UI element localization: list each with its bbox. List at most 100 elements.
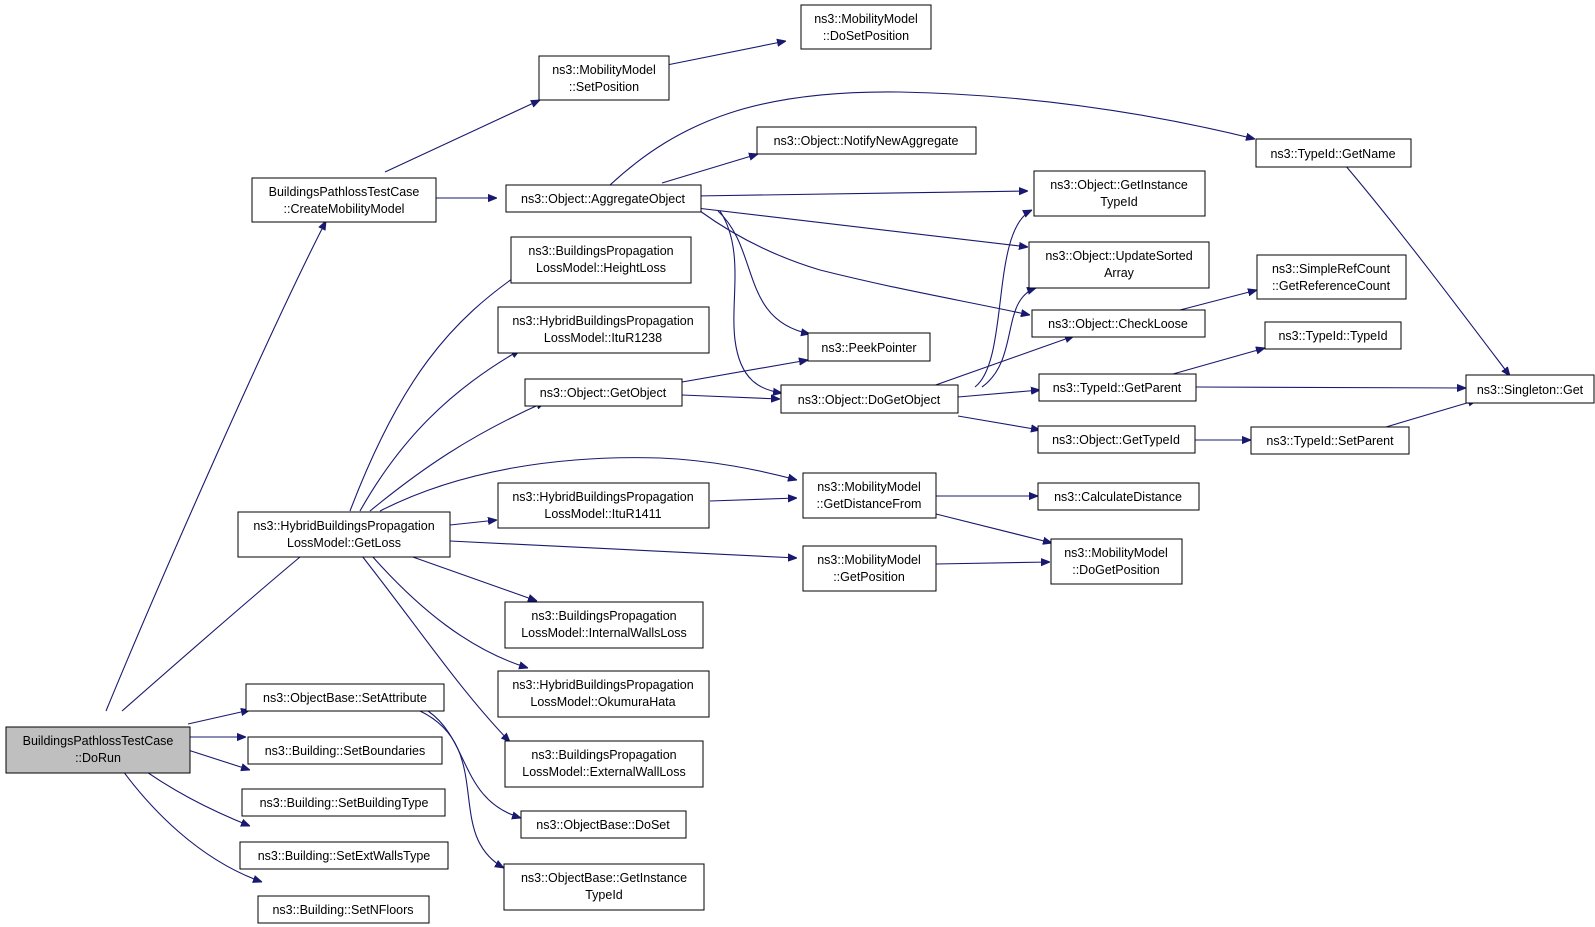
edge-getloss-getdist (379, 457, 797, 512)
node-okumura-line-1: ns3::HybridBuildingsPropagation (512, 678, 693, 692)
node-createmob[interactable]: BuildingsPathlossTestCase ::CreateMobili… (251, 177, 437, 223)
edge-aggobj-dogetobj (719, 210, 782, 393)
edge-aggobj-peek (717, 210, 810, 334)
node-getrefcnt-line-1: ns3::SimpleRefCount (1272, 262, 1391, 276)
node-dogetpos-line-2: ::DoGetPosition (1072, 563, 1160, 577)
node-getposition[interactable]: ns3::MobilityModel ::GetPosition (802, 545, 937, 592)
edge-getobj-dogetobj (681, 395, 780, 399)
edge-getloss-getposition (449, 540, 797, 558)
node-updsorted[interactable]: ns3::Object::UpdateSorted Array (1028, 241, 1210, 289)
node-setparent-line-1: ns3::TypeId::SetParent (1266, 434, 1394, 448)
edge-dogetobj-gettid (957, 415, 1040, 430)
node-notify[interactable]: ns3::Object::NotifyNewAggregate (756, 126, 977, 155)
node-setparent[interactable]: ns3::TypeId::SetParent (1250, 426, 1410, 455)
node-setbound-line-1: ns3::Building::SetBoundaries (265, 744, 426, 758)
node-setattr[interactable]: ns3::ObjectBase::SetAttribute (245, 683, 445, 712)
edge-checkloose-getrefcnt (1179, 290, 1257, 311)
node-doset-line-1: ns3::ObjectBase::DoSet (536, 818, 670, 832)
edge-getloss-internal (409, 555, 537, 601)
edge-getloss-itu1411 (449, 520, 497, 526)
node-itu1238-line-1: ns3::HybridBuildingsPropagation (512, 314, 693, 328)
node-itu1238-line-2: LossModel::ItuR1238 (544, 331, 662, 345)
edge-getdist-dogetpos (935, 513, 1052, 543)
node-gettid[interactable]: ns3::Object::GetTypeId (1037, 425, 1196, 454)
edge-aggobj-getinsttid (694, 191, 1028, 197)
edge-getloss-itu1238 (359, 350, 520, 512)
node-getname[interactable]: ns3::TypeId::GetName (1255, 138, 1412, 168)
node-external-line-2: LossModel::ExternalWallLoss (522, 765, 686, 779)
node-setpos[interactable]: ns3::MobilityModel ::SetPosition (538, 55, 670, 101)
node-singleton[interactable]: ns3::Singleton::Get (1465, 374, 1595, 404)
node-dogetobj[interactable]: ns3::Object::DoGetObject (780, 384, 959, 414)
node-checkloose[interactable]: ns3::Object::CheckLoose (1031, 309, 1206, 338)
node-checkloose-line-1: ns3::Object::CheckLoose (1048, 317, 1188, 331)
node-peek[interactable]: ns3::PeekPointer (807, 332, 931, 362)
node-dosetpos[interactable]: ns3::MobilityModel ::DoSetPosition (800, 4, 932, 50)
node-getparent[interactable]: ns3::TypeId::GetParent (1038, 373, 1197, 402)
node-itu1411-line-1: ns3::HybridBuildingsPropagation (512, 490, 693, 504)
node-heightloss[interactable]: ns3::BuildingsPropagation LossModel::Hei… (510, 236, 692, 284)
node-typeid-line-1: ns3::TypeId::TypeId (1278, 329, 1387, 343)
node-getrefcnt[interactable]: ns3::SimpleRefCount ::GetReferenceCount (1256, 254, 1407, 300)
node-setnfl[interactable]: ns3::Building::SetNFloors (257, 895, 430, 924)
edge-dorun-createmob (105, 221, 326, 712)
node-dosetpos-line-1: ns3::MobilityModel (814, 12, 918, 26)
node-setbtype-line-1: ns3::Building::SetBuildingType (260, 796, 429, 810)
node-itu1238[interactable]: ns3::HybridBuildingsPropagation LossMode… (497, 306, 710, 354)
node-updsorted-line-1: ns3::Object::UpdateSorted (1045, 249, 1192, 263)
edge-getloss-okumura (371, 555, 528, 668)
edge-getloss-getobj (369, 401, 545, 512)
edge-dogetobj-checkloose (929, 336, 1074, 388)
node-aggobj[interactable]: ns3::Object::AggregateObject (505, 184, 702, 213)
edge-getobj-peek (681, 360, 808, 383)
edge-createmob-setpos (384, 100, 540, 173)
node-getdist[interactable]: ns3::MobilityModel ::GetDistanceFrom (802, 472, 937, 519)
node-getinsttid-o-line-1: ns3::Object::GetInstance (1050, 178, 1188, 192)
node-getdist-line-2: ::GetDistanceFrom (817, 497, 922, 511)
node-dorun[interactable]: BuildingsPathlossTestCase ::DoRun (5, 726, 191, 774)
node-setext[interactable]: ns3::Building::SetExtWallsType (239, 841, 449, 870)
node-aggobj-line-1: ns3::Object::AggregateObject (521, 192, 686, 206)
node-gettid-line-1: ns3::Object::GetTypeId (1052, 433, 1180, 447)
node-itu1411[interactable]: ns3::HybridBuildingsPropagation LossMode… (497, 482, 710, 529)
edge-getposition-dogetpos (935, 562, 1050, 564)
node-setbtype[interactable]: ns3::Building::SetBuildingType (241, 788, 446, 817)
node-getobj-line-1: ns3::Object::GetObject (540, 386, 667, 400)
node-setbound[interactable]: ns3::Building::SetBoundaries (247, 736, 443, 765)
node-setattr-line-1: ns3::ObjectBase::SetAttribute (263, 691, 427, 705)
node-dorun-line-1: BuildingsPathlossTestCase (23, 734, 174, 748)
node-getposition-line-2: ::GetPosition (833, 570, 905, 584)
node-okumura[interactable]: ns3::HybridBuildingsPropagation LossMode… (497, 670, 710, 718)
node-calcdist-line-1: ns3::CalculateDistance (1054, 490, 1182, 504)
node-getloss[interactable]: ns3::HybridBuildingsPropagation LossMode… (237, 511, 451, 558)
node-internal-line-1: ns3::BuildingsPropagation (531, 609, 676, 623)
node-notify-line-1: ns3::Object::NotifyNewAggregate (774, 134, 959, 148)
node-heightloss-line-1: ns3::BuildingsPropagation (528, 244, 673, 258)
node-external[interactable]: ns3::BuildingsPropagation LossModel::Ext… (504, 740, 704, 788)
edge-setpos-dosetpos (661, 41, 786, 67)
node-getrefcnt-line-2: ::GetReferenceCount (1272, 279, 1391, 293)
node-getloss-line-1: ns3::HybridBuildingsPropagation (253, 519, 434, 533)
node-internal[interactable]: ns3::BuildingsPropagation LossModel::Int… (504, 601, 704, 649)
node-getloss-line-2: LossModel::GetLoss (287, 536, 401, 550)
edge-dogetobj-updsorted (981, 288, 1036, 388)
node-singleton-line-1: ns3::Singleton::Get (1477, 383, 1584, 397)
node-setext-line-1: ns3::Building::SetExtWallsType (258, 849, 431, 863)
node-getinsttid-o[interactable]: ns3::Object::GetInstance TypeId (1033, 170, 1206, 217)
edge-getparent-typeid (1172, 348, 1265, 375)
node-heightloss-line-2: LossModel::HeightLoss (536, 261, 666, 275)
node-getobj[interactable]: ns3::Object::GetObject (524, 378, 683, 407)
node-setnfl-line-1: ns3::Building::SetNFloors (272, 903, 413, 917)
node-getinsttid-ob[interactable]: ns3::ObjectBase::GetInstance TypeId (503, 863, 705, 911)
node-dosetpos-line-2: ::DoSetPosition (823, 29, 909, 43)
node-typeid[interactable]: ns3::TypeId::TypeId (1264, 321, 1402, 350)
node-calcdist[interactable]: ns3::CalculateDistance (1037, 482, 1200, 511)
node-doset[interactable]: ns3::ObjectBase::DoSet (520, 810, 687, 839)
node-getdist-line-1: ns3::MobilityModel (817, 480, 921, 494)
nodes: BuildingsPathlossTestCase ::DoRun Buildi… (5, 4, 1595, 924)
node-dogetpos[interactable]: ns3::MobilityModel ::DoGetPosition (1050, 538, 1183, 585)
edge-dogetobj-getinsttid (974, 210, 1032, 388)
node-getinsttid-ob-line-2: TypeId (585, 888, 623, 902)
node-getinsttid-o-line-2: TypeId (1100, 195, 1138, 209)
